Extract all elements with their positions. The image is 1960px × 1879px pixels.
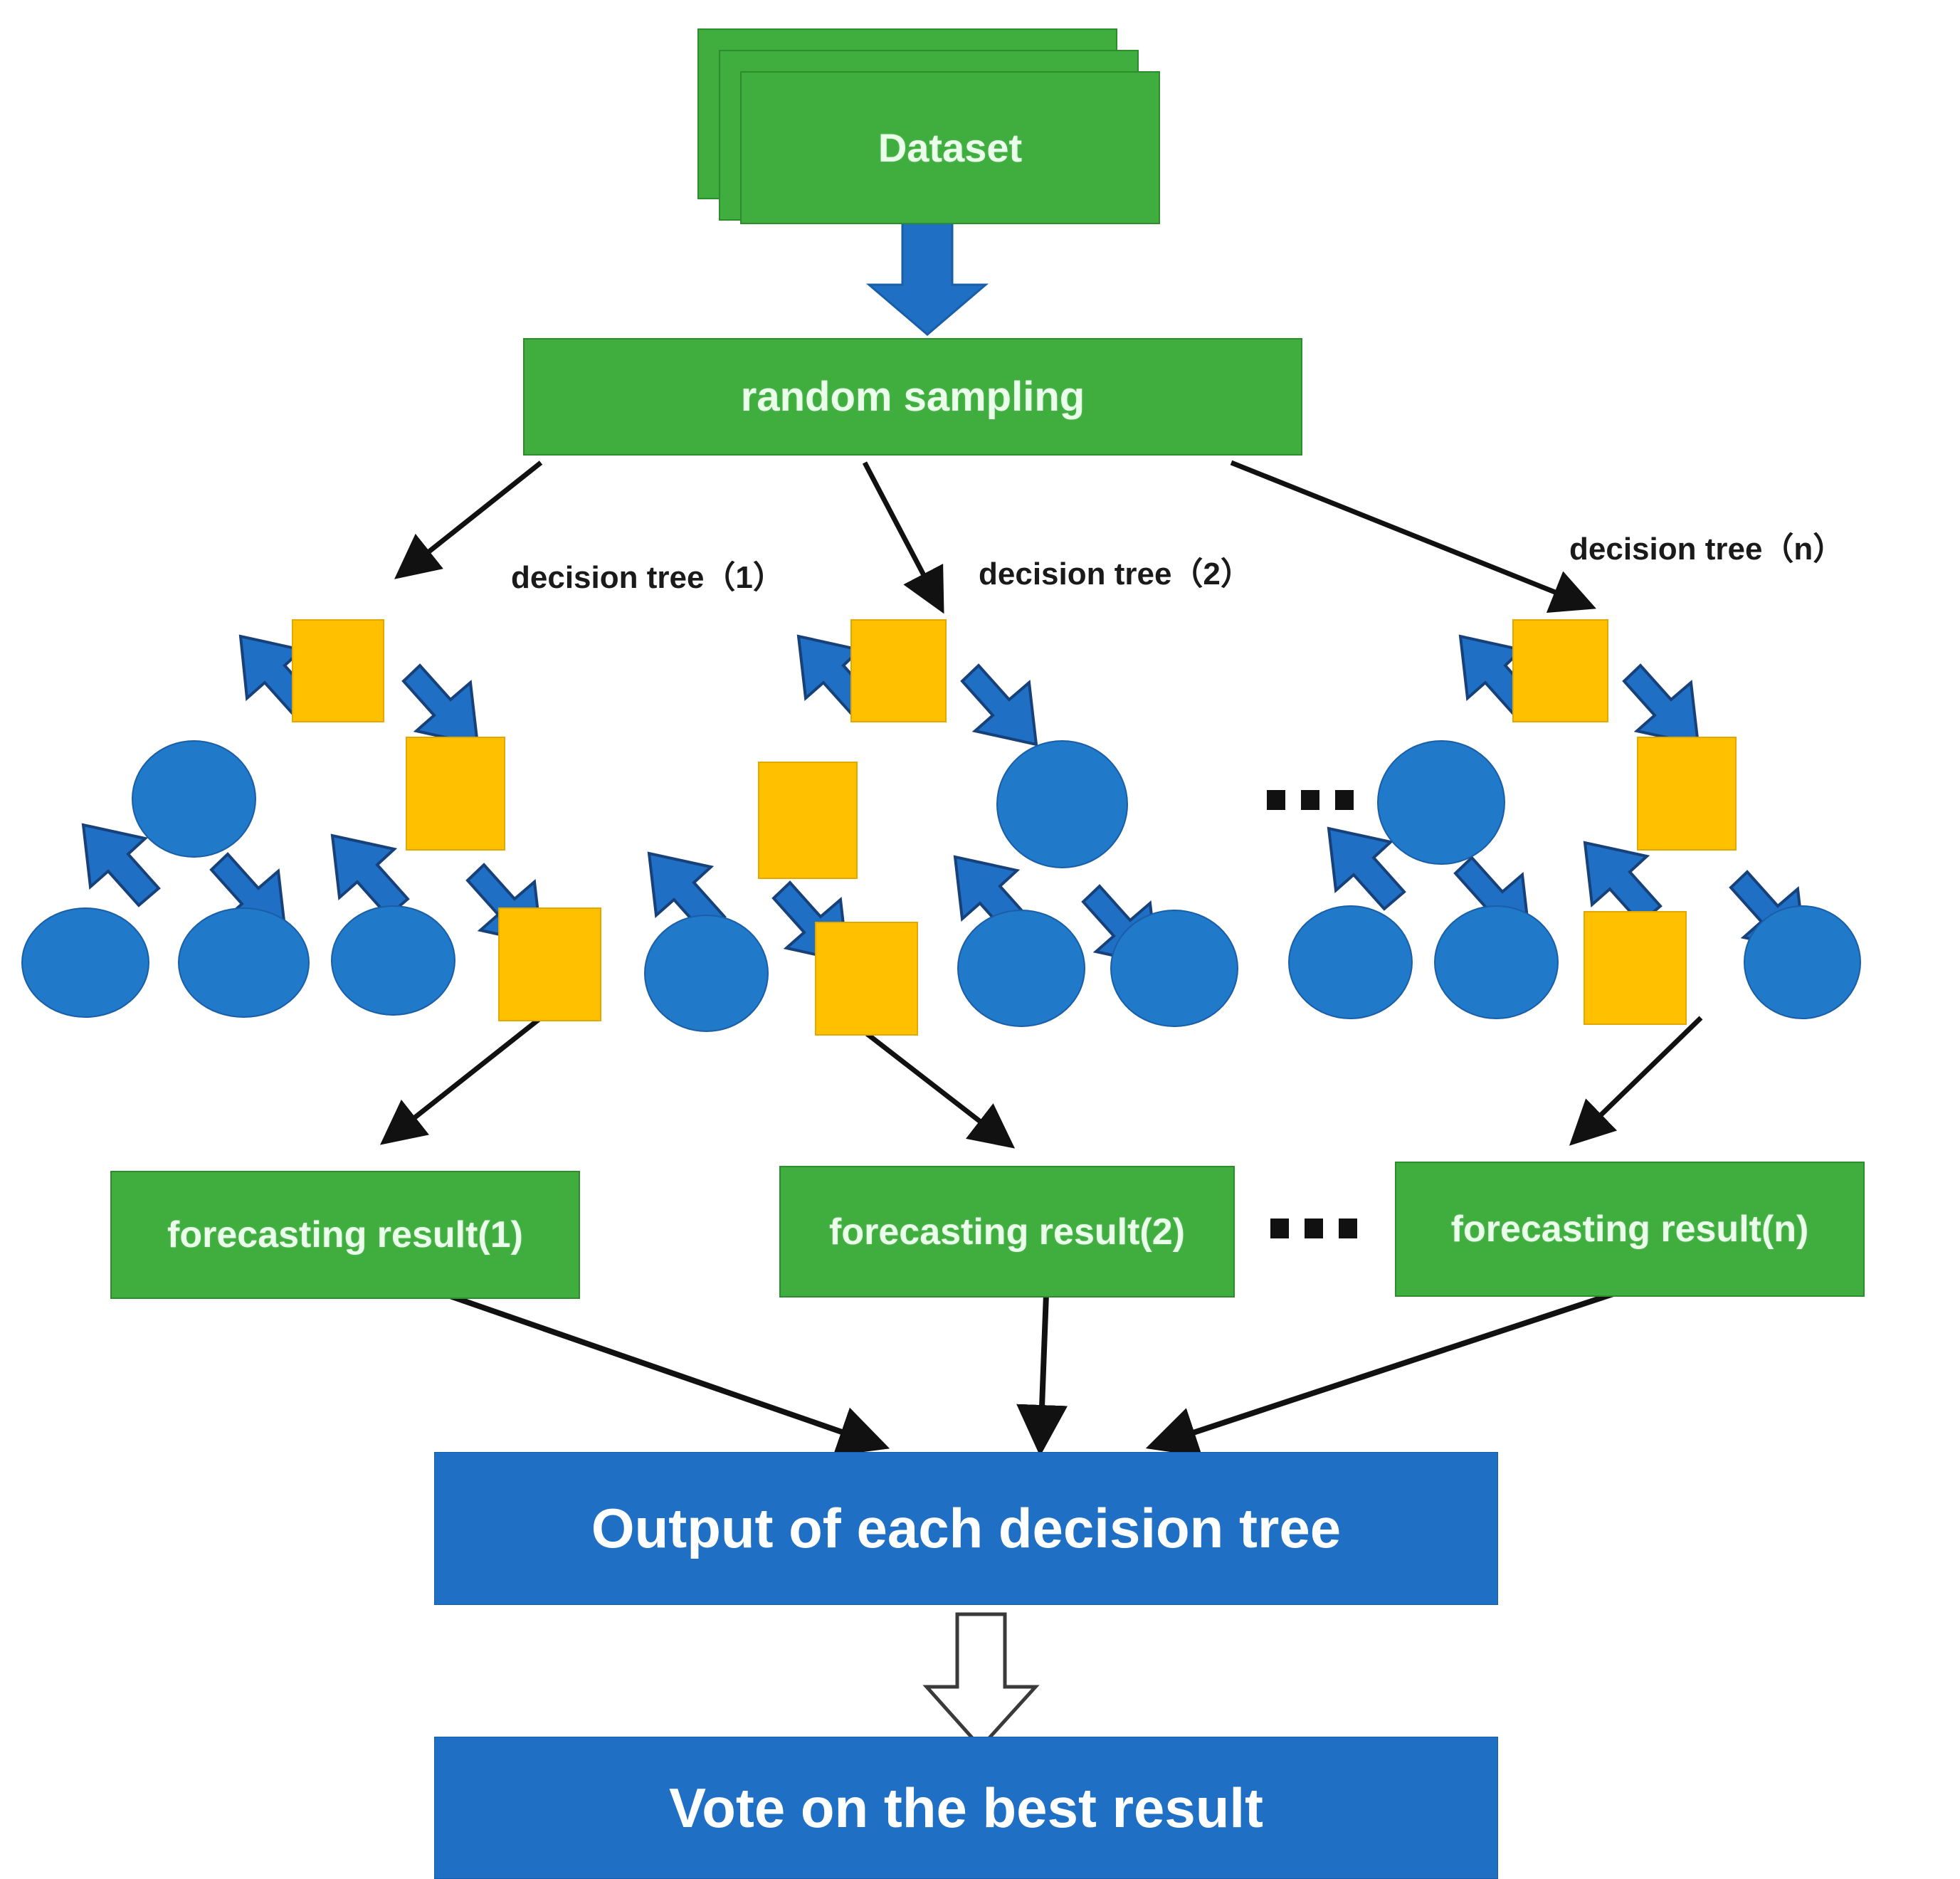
decision-tree-1-label: decision tree（1） [511,552,784,597]
ellipsis-dot-1 [1267,790,1285,810]
dataset-to-sampling-arrow [865,219,989,336]
tree-1-leaf-2-ellipse[interactable] [178,907,310,1018]
tree-n-root-square[interactable] [1512,619,1608,722]
random-sampling-box[interactable]: random sampling [523,338,1302,456]
ellipsis-dot-2 [1301,790,1319,810]
tree-n-leaf-2-ellipse[interactable] [1434,905,1559,1019]
tree-2-leaf-3-ellipse[interactable] [957,910,1085,1027]
tree-n-right-square[interactable] [1637,737,1737,851]
forecast-ellipsis-dot-1 [1270,1219,1289,1238]
forecasting-result-1-box[interactable]: forecasting result(1) [110,1171,580,1299]
decision-tree-1-text: decision tree（1） [511,560,784,595]
forecast-ellipsis [1270,1219,1357,1238]
tree-2-right-ellipse[interactable] [996,740,1128,868]
leaf-to-forecast-arrows [380,1016,1703,1149]
forecast-to-output-arrows [436,1287,1628,1457]
forecasting-result-2-box[interactable]: forecasting result(2) [779,1166,1235,1298]
output-of-each-decision-tree-label: Output of each decision tree [591,1497,1342,1559]
random-sampling-label: random sampling [740,374,1085,420]
tree-n-leaf-3-square[interactable] [1584,911,1687,1025]
tree-1-right-square[interactable] [406,737,505,851]
forecasting-result-n-box[interactable]: forecasting result(n) [1395,1162,1865,1297]
tree-1-leaf-3-ellipse[interactable] [331,905,455,1016]
decision-tree-2-text: decision tree（2） [979,557,1252,591]
tree-2-leaf-4-ellipse[interactable] [1110,910,1238,1027]
tree-n-left-ellipse[interactable] [1377,740,1505,865]
tree-2-leaf-2-square[interactable] [815,922,918,1036]
vote-on-the-best-result-box[interactable]: Vote on the best result [434,1737,1498,1879]
tree-n-leaf-4-ellipse[interactable] [1744,905,1861,1019]
tree-2-root-square[interactable] [850,619,947,722]
forecasting-result-2-label: forecasting result(2) [829,1211,1185,1253]
tree-1-leaf-1-ellipse[interactable] [21,907,149,1018]
dataset-box[interactable]: Dataset [740,71,1160,224]
forecasting-result-n-label: forecasting result(n) [1450,1209,1809,1250]
tree-1-root-square[interactable] [292,619,384,722]
tree-n-leaf-1-ellipse[interactable] [1288,905,1413,1019]
forecasting-result-1-label: forecasting result(1) [167,1214,523,1256]
decision-tree-n-label: decision tree（n） [1569,523,1844,569]
forecast-ellipsis-dot-3 [1339,1219,1357,1238]
tree-2-left-square[interactable] [758,762,858,879]
tree-1-leaf-4-square[interactable] [498,907,601,1021]
decision-tree-2-label: decision tree（2） [979,548,1252,594]
vote-on-the-best-result-label: Vote on the best result [669,1776,1263,1839]
dataset-label: Dataset [878,125,1023,170]
tree-1-left-ellipse[interactable] [132,740,256,858]
forecast-ellipsis-dot-2 [1305,1219,1323,1238]
trees-ellipsis [1267,790,1354,810]
ellipsis-dot-3 [1335,790,1354,810]
output-to-vote-arrow [922,1612,1040,1750]
tree-2-leaf-1-ellipse[interactable] [644,915,769,1032]
output-of-each-decision-tree-box[interactable]: Output of each decision tree [434,1452,1498,1605]
decision-tree-n-text: decision tree（n） [1569,532,1845,567]
